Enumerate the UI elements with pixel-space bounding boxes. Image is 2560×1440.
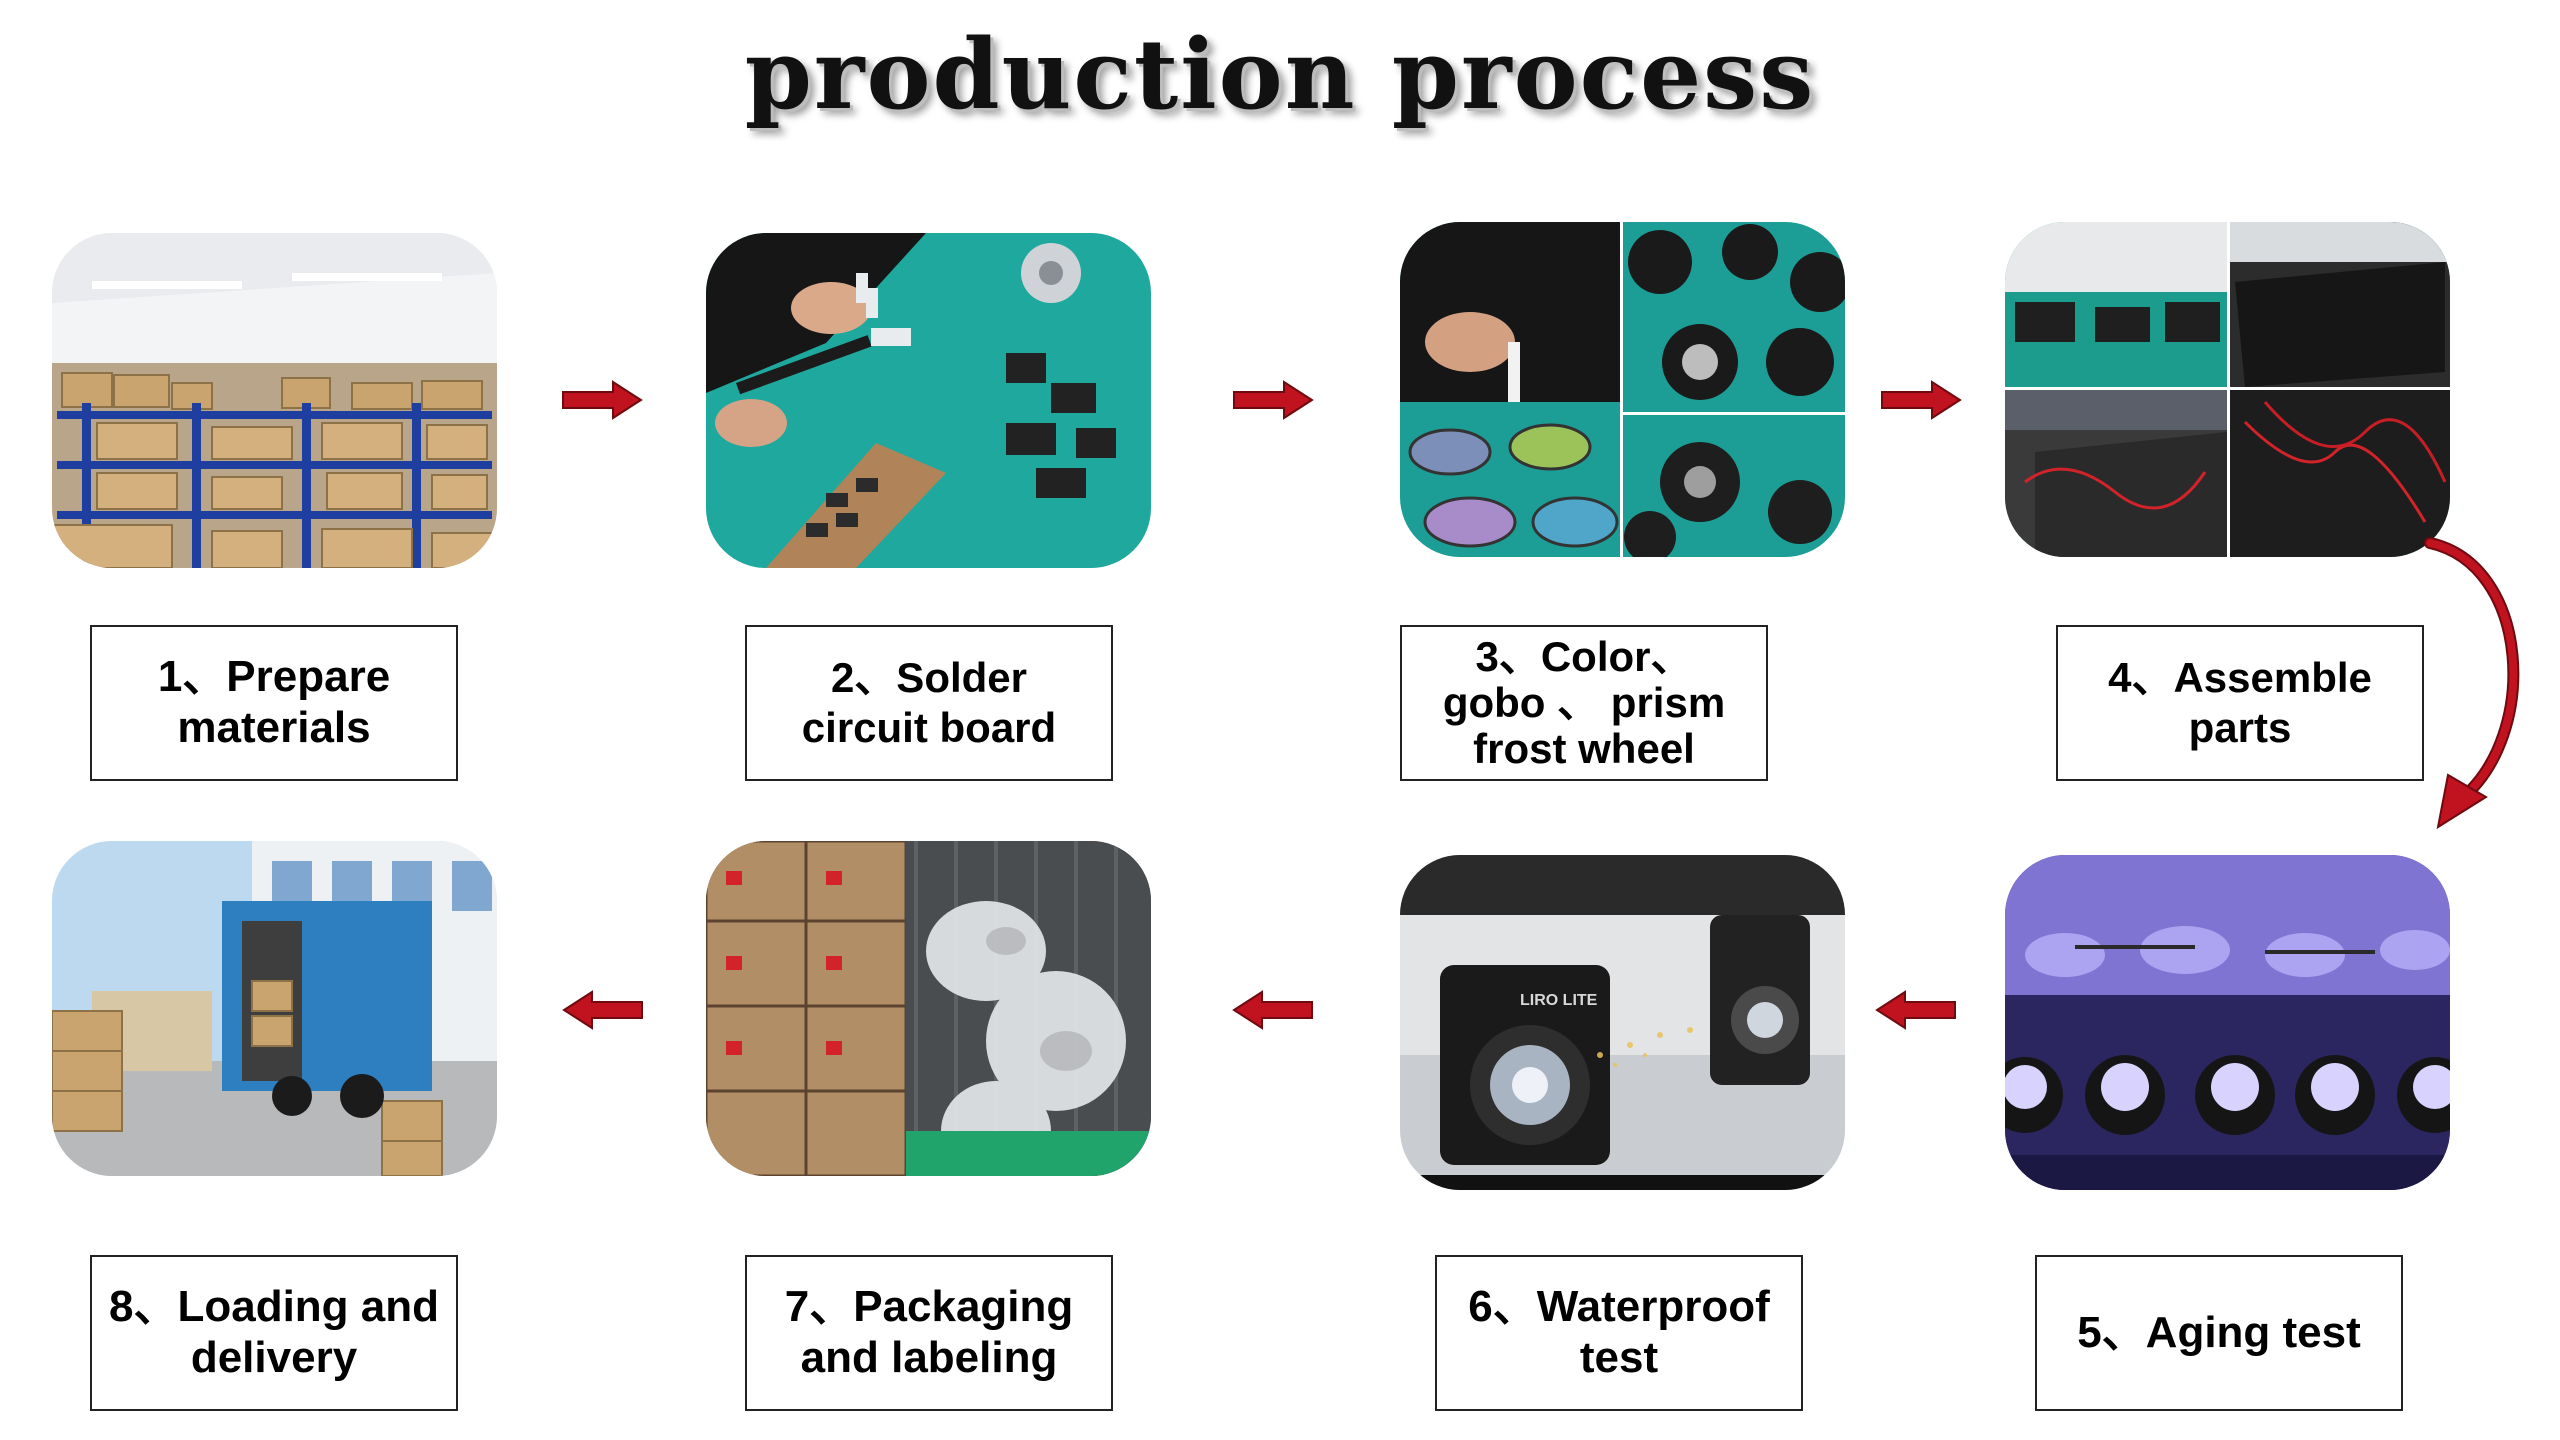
step-7-photo [706,841,1151,1176]
arrow-right-icon [562,380,643,420]
fixture-brand-text: LIRO LITE [1520,992,1598,1009]
step-2-photo [706,233,1151,568]
step-6-photo: LIRO LITE [1400,855,1845,1190]
arrow-left-icon [562,990,643,1030]
step-4-photo [2005,222,2450,557]
step-3-photo [1400,222,1845,557]
step-6-label: 6、Waterproof test [1435,1255,1803,1411]
step-5-photo [2005,855,2450,1190]
step-1-label: 1、Prepare materials [90,625,458,781]
page-title: production process [744,18,1816,131]
step-4-label: 4、Assemble parts [2056,625,2424,781]
step-2-label: 2、Solder circuit board [745,625,1113,781]
step-8-label: 8、Loading and delivery [90,1255,458,1411]
step-1-photo [52,233,497,568]
arrow-left-icon [1232,990,1313,1030]
step-3-label: 3、Color、 gobo 、 prism frost wheel [1400,625,1768,781]
step-8-photo [52,841,497,1176]
step-7-label: 7、Packaging and labeling [745,1255,1113,1411]
arrow-right-icon [1233,380,1314,420]
arrow-right-icon [1881,380,1962,420]
step-5-label: 5、Aging test [2035,1255,2403,1411]
arrow-left-icon [1875,990,1956,1030]
curved-arrow-down-icon [2424,537,2520,830]
